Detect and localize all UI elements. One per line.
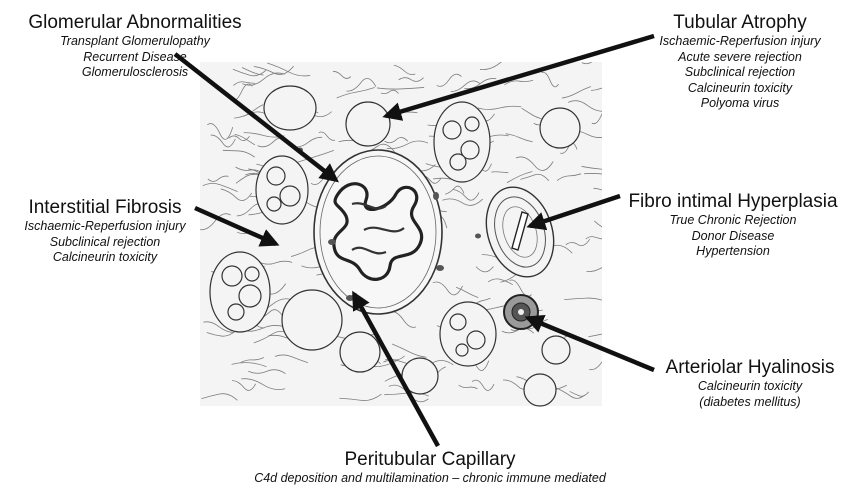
- label-glomerular-abnormalities: Glomerular Abnormalities Transplant Glom…: [0, 12, 270, 81]
- label-interstitial-fibrosis: Interstitial Fibrosis Ischaemic-Reperfus…: [0, 197, 210, 266]
- tubular-cause: Ischaemic-Reperfusion injury: [640, 34, 840, 50]
- tubular-cause: Calcineurin toxicity: [640, 81, 840, 97]
- tubular-title: Tubular Atrophy: [640, 12, 840, 34]
- peritubular-cause: C4d deposition and multilamination – chr…: [250, 471, 610, 487]
- fibro-title: Fibro intimal Hyperplasia: [618, 191, 848, 213]
- interstitial-cause: Calcineurin toxicity: [0, 250, 210, 266]
- fibro-cause: Donor Disease: [618, 229, 848, 245]
- interstitial-cause: Ischaemic-Reperfusion injury: [0, 219, 210, 235]
- arteriole: [504, 295, 538, 329]
- tubular-cause: Subclinical rejection: [640, 65, 840, 81]
- glomerular-cause: Recurrent Disease: [0, 50, 270, 66]
- glomerulus: [314, 150, 442, 314]
- arteriolar-cause: Calcineurin toxicity: [650, 379, 850, 395]
- glomerular-title: Glomerular Abnormalities: [0, 12, 270, 34]
- interstitial-title: Interstitial Fibrosis: [0, 197, 210, 219]
- tubular-cause: Polyoma virus: [640, 96, 840, 112]
- peritubular-title: Peritubular Capillary: [250, 449, 610, 471]
- label-arteriolar-hyalinosis: Arteriolar Hyalinosis Calcineurin toxici…: [650, 357, 850, 410]
- fibro-cause: True Chronic Rejection: [618, 213, 848, 229]
- glomerular-cause: Transplant Glomerulopathy: [0, 34, 270, 50]
- arteriolar-cause: (diabetes mellitus): [650, 395, 850, 411]
- label-peritubular-capillary: Peritubular Capillary C4d deposition and…: [250, 449, 610, 487]
- arteriolar-title: Arteriolar Hyalinosis: [650, 357, 850, 379]
- interstitial-cause: Subclinical rejection: [0, 235, 210, 251]
- label-fibro-intimal-hyperplasia: Fibro intimal Hyperplasia True Chronic R…: [618, 191, 848, 260]
- label-tubular-atrophy: Tubular Atrophy Ischaemic-Reperfusion in…: [640, 12, 840, 112]
- tubular-cause: Acute severe rejection: [640, 50, 840, 66]
- fibro-cause: Hypertension: [618, 244, 848, 260]
- glomerular-cause: Glomerulosclerosis: [0, 65, 270, 81]
